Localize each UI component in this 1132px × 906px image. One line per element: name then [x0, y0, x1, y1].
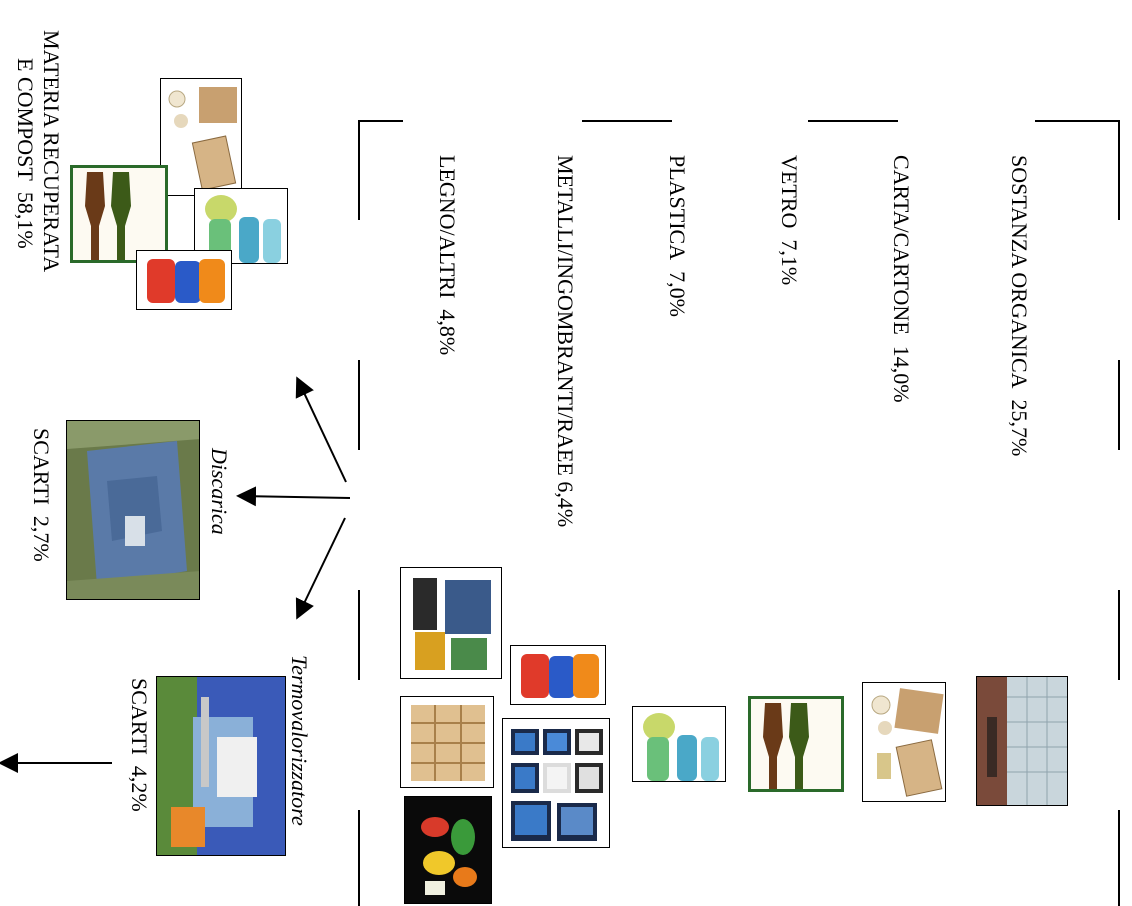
tv-screens-photo: [502, 718, 610, 848]
arrow-to-materia: [295, 376, 347, 483]
arrow-to-termo: [295, 517, 346, 620]
cans-photo: [510, 645, 606, 705]
wood-pallet-photo: [400, 696, 494, 788]
glass-bottles-photo-output: [70, 165, 168, 263]
paper-photo: [862, 682, 946, 802]
glass-bottles-photo: [748, 696, 844, 792]
landfill-photo: [66, 420, 200, 600]
cans-photo-output: [136, 250, 232, 310]
vegetables-photo: [404, 796, 492, 904]
waste-bin-photo: [976, 676, 1068, 806]
paper-photo-output: [160, 78, 242, 196]
arrow-to-discarica: [236, 486, 351, 507]
plastic-bottles-photo: [632, 706, 726, 782]
incinerator-photo: [156, 676, 286, 856]
batteries-photo: [400, 567, 502, 679]
